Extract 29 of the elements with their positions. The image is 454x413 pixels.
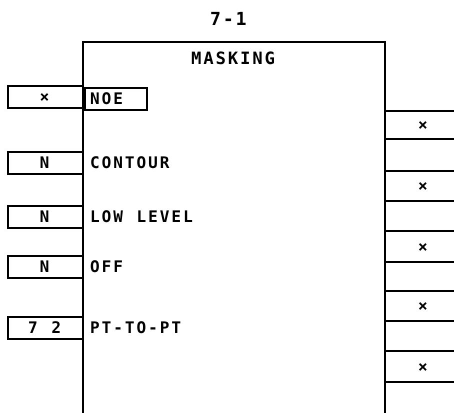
input-label: PT-TO-PT [90,320,184,336]
input-value-box [7,205,84,229]
function-block [82,41,386,413]
input-value-box [7,151,84,175]
input-value-box [7,316,84,340]
box-value: × [418,178,430,194]
input-value-box [7,85,84,109]
box-value: N [40,155,52,171]
input-label: OFF [90,259,125,275]
diagram-title: 7-1 [210,8,249,32]
box-value: N [40,209,52,225]
box-value: × [418,238,430,254]
input-label-box [84,87,148,111]
input-label: CONTOUR [90,155,172,171]
output-value-box [386,290,454,322]
box-value: × [40,89,52,105]
output-value-box [386,110,454,140]
block-heading: MASKING [191,48,277,71]
input-label: LOW LEVEL [90,209,195,225]
box-value: × [418,117,430,133]
box-value: NOE [90,91,125,107]
box-value: × [418,298,430,314]
box-value: N [40,259,52,275]
box-value: 7 2 [28,320,63,336]
input-value-box [7,255,84,279]
output-value-box [386,230,454,263]
output-value-box [386,170,454,202]
box-value: × [418,358,430,374]
output-value-box [386,350,454,383]
